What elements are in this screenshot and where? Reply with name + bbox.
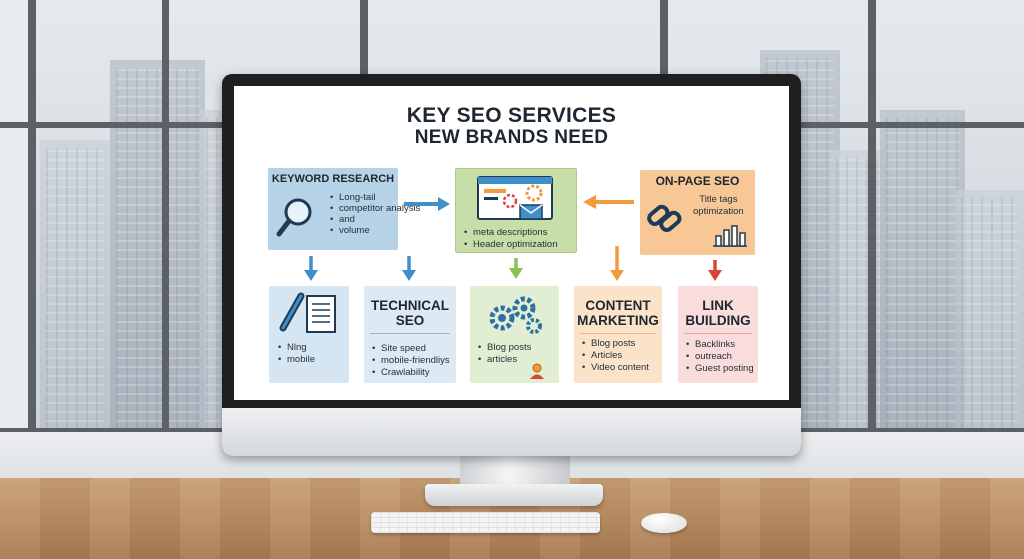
technical-seo-card: TECHNICAL SEO Site speed mobile-friendli… <box>364 286 456 383</box>
arrow-down-icon <box>610 246 624 281</box>
link-building-card: LINK BUILDING Backlinks outreach Guest p… <box>678 286 758 383</box>
list-item: Long-tail <box>330 192 420 203</box>
monitor-screen: KEY SEO SERVICES NEW BRANDS NEED KEYWORD… <box>234 86 789 400</box>
on-page-text-line: Title tags <box>699 194 738 205</box>
divider <box>684 333 752 334</box>
list-item: mobile <box>278 354 315 366</box>
building <box>955 190 1024 440</box>
divider <box>370 333 450 334</box>
window-frame <box>28 0 36 440</box>
keyword-research-card: KEYWORD RESEARCH Long-tail competitor an… <box>268 168 420 250</box>
list-item: Nlng <box>278 342 315 354</box>
browser-gears-email-icon <box>477 176 553 220</box>
heading-line: MARKETING <box>577 313 659 328</box>
on-page-text-line: optimization <box>693 206 744 217</box>
mouse[interactable] <box>641 513 687 533</box>
person-icon <box>530 363 544 379</box>
list-item: articles <box>478 354 531 366</box>
arrow-down-icon <box>402 256 416 281</box>
writing-card: Nlng mobile <box>269 286 349 383</box>
list-item: Backlinks <box>686 339 754 351</box>
list-item: outreach <box>686 351 754 363</box>
heading-line: TECHNICAL <box>371 298 449 313</box>
on-page-seo-card: ON-PAGE SEO Title tags optimization <box>640 170 755 255</box>
wall <box>0 0 28 470</box>
list-item: Crawlability <box>372 367 450 379</box>
heading-line: SEO <box>395 313 425 328</box>
list-item: Articles <box>582 350 649 362</box>
gears-card: Blog posts articles <box>470 286 559 383</box>
building <box>110 60 205 440</box>
keyword-research-heading: KEYWORD RESEARCH <box>271 173 395 185</box>
monitor-stand-base <box>425 484 603 506</box>
pen-document-icon <box>279 292 336 333</box>
page-subtitle: NEW BRANDS NEED <box>414 127 609 148</box>
bar-chart-icon <box>713 225 747 247</box>
heading-line: BUILDING <box>685 313 751 328</box>
heading-line: LINK <box>702 298 734 313</box>
arrow-down-icon <box>708 260 722 281</box>
list-item: Site speed <box>372 343 450 355</box>
arrow-down-icon <box>509 258 523 279</box>
list-item: Blog posts <box>582 338 649 350</box>
list-item: competitor analysis <box>330 203 420 214</box>
gears-icon <box>489 296 542 334</box>
chain-link-icon <box>647 204 682 232</box>
content-marketing-card: CONTENT MARKETING Blog posts Articles Vi… <box>574 286 662 383</box>
list-item: volume <box>330 225 420 236</box>
monitor-chin <box>222 408 801 456</box>
window-frame <box>162 0 169 440</box>
arrow-left-icon <box>583 195 634 209</box>
building <box>880 110 965 440</box>
technical-seo-heading: TECHNICAL SEO <box>364 298 456 328</box>
list-item: Video content <box>582 362 649 374</box>
page-title: KEY SEO SERVICES <box>406 104 617 127</box>
arrow-right-icon <box>404 197 450 211</box>
list-item: Guest posting <box>686 363 754 375</box>
building <box>40 140 110 440</box>
keyboard[interactable] <box>371 512 600 533</box>
magnifier-icon <box>276 198 312 237</box>
list-item: meta descriptions <box>464 227 558 239</box>
list-item: Blog posts <box>478 342 531 354</box>
window-frame <box>868 0 876 440</box>
center-card: meta descriptions Header optimization <box>455 168 577 253</box>
list-item: Header optimization <box>464 239 558 251</box>
on-page-seo-text: Title tags optimization <box>693 194 744 218</box>
on-page-seo-heading: ON-PAGE SEO <box>655 174 740 188</box>
list-item: and <box>330 214 420 225</box>
arrow-down-icon <box>304 256 318 281</box>
list-item: mobile-friendliys <box>372 355 450 367</box>
divider <box>580 333 656 334</box>
content-marketing-heading: CONTENT MARKETING <box>574 298 662 328</box>
link-building-heading: LINK BUILDING <box>678 298 758 328</box>
heading-line: CONTENT <box>585 298 651 313</box>
